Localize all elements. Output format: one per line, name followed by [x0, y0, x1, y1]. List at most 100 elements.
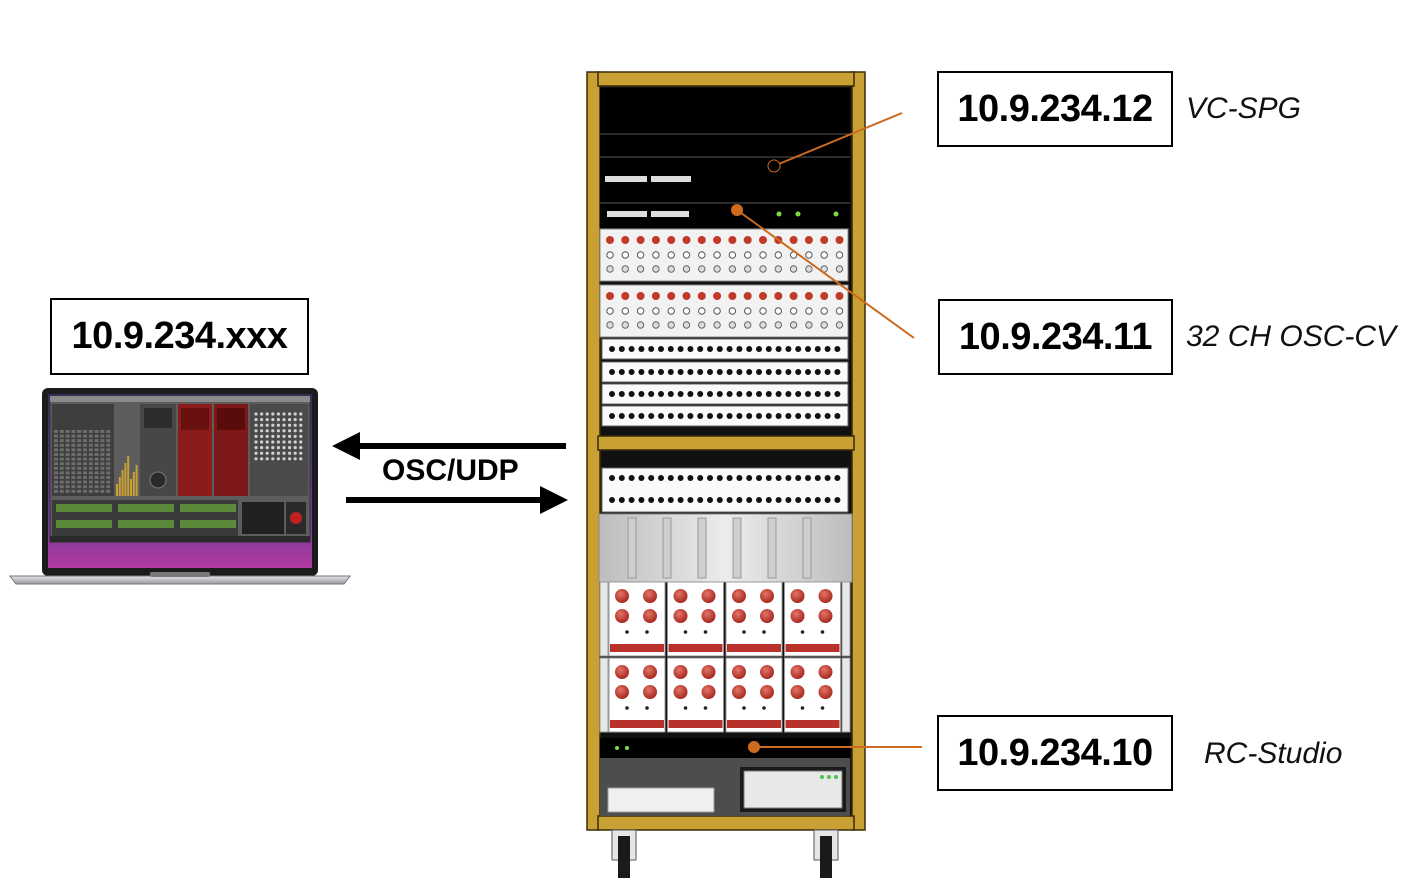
cv-knob — [728, 251, 737, 259]
patch-jack — [736, 346, 743, 352]
cv-jack — [636, 321, 645, 329]
patch-bay — [601, 361, 849, 383]
screen-cell — [65, 439, 70, 443]
screen-dot — [265, 440, 269, 444]
screen-dot — [260, 429, 264, 433]
patch-jack — [658, 346, 664, 352]
patch-jack — [648, 413, 655, 419]
screen-cell — [59, 471, 64, 475]
cv-jack — [805, 265, 813, 273]
patch-jack — [814, 346, 821, 352]
cv-jack-red — [713, 292, 722, 300]
patch-jack — [667, 369, 674, 375]
screen-cell — [59, 480, 64, 484]
patch-jack — [609, 475, 615, 481]
patch-jack — [697, 391, 704, 397]
screen-cell — [88, 485, 93, 489]
patch-jack — [785, 475, 792, 481]
cv-jack — [759, 321, 767, 329]
screen-cell — [100, 434, 105, 438]
cv-jack — [774, 265, 782, 273]
module-knob — [732, 609, 746, 623]
patch-jack — [824, 346, 831, 352]
patch-jack — [795, 413, 802, 419]
connection-label: OSC/UDP — [382, 454, 519, 487]
screen-dot — [288, 423, 292, 427]
screen-dot — [288, 418, 292, 422]
patch-jack — [765, 475, 772, 481]
screen-cell — [71, 471, 76, 475]
screen-dot — [299, 423, 303, 427]
cv-jack — [805, 321, 813, 329]
patch-jack — [687, 413, 694, 419]
module-knob — [673, 589, 688, 603]
cv-jack — [728, 321, 737, 329]
cv-jack — [652, 265, 660, 273]
osc-arrows — [332, 432, 568, 514]
screen-cell — [83, 466, 87, 470]
silver-slot — [767, 517, 777, 579]
patch-jack — [765, 497, 772, 503]
module-jack — [703, 706, 708, 710]
cv-jack — [713, 321, 721, 329]
screen-cell — [94, 485, 99, 489]
screen-cell — [106, 462, 111, 466]
patch-jack — [677, 346, 684, 352]
screen-dot — [282, 457, 286, 461]
cv-jack — [652, 321, 660, 329]
screen-cell — [83, 439, 87, 443]
cv-jack-red — [774, 292, 783, 300]
screen-dot — [276, 446, 280, 450]
screen-dot — [276, 451, 280, 455]
cv-knob — [713, 251, 721, 259]
cv-jack-red — [636, 236, 645, 244]
screen-cell — [71, 443, 76, 447]
screen-dot — [254, 434, 258, 438]
module-jack — [625, 706, 629, 710]
screen-cell — [88, 471, 93, 475]
screen-cell — [65, 480, 70, 484]
patch-jack — [638, 369, 645, 375]
patch-jack — [618, 413, 625, 419]
patch-jack — [648, 475, 655, 481]
silver-panel — [598, 513, 853, 583]
patch-jack — [677, 413, 684, 419]
module-knob — [732, 665, 746, 679]
patch-jack — [667, 346, 674, 352]
module-jack — [800, 630, 805, 634]
cv-jack — [728, 265, 737, 273]
screen-bar — [121, 470, 124, 496]
module-strip — [610, 720, 664, 728]
screen-cell — [77, 439, 82, 443]
patch-jack — [726, 413, 733, 419]
patch-jack — [746, 475, 753, 481]
screen-dot — [254, 446, 258, 450]
screen-cell — [100, 439, 105, 443]
screen-cell — [59, 443, 64, 447]
module-jack — [820, 630, 825, 634]
patch-jack — [687, 497, 694, 503]
screen-cell — [100, 471, 105, 475]
screen-cell — [54, 476, 58, 479]
screen-dot — [260, 434, 264, 438]
module-knob — [615, 685, 629, 699]
patch-jack — [775, 413, 782, 419]
cv-jack-red — [667, 236, 676, 244]
screen-cell — [77, 434, 82, 438]
screen-strip — [56, 504, 112, 512]
screen-dot — [293, 451, 297, 455]
module-knob — [615, 589, 629, 603]
patch-jack — [609, 497, 615, 503]
module-strip — [668, 644, 723, 652]
screen-cell — [100, 462, 105, 466]
patch-jack — [707, 391, 713, 397]
patch-jack — [765, 391, 772, 397]
screen-cell — [71, 462, 76, 466]
cv-jack — [835, 321, 844, 329]
screen-cell — [71, 430, 76, 433]
screen-cell — [71, 453, 76, 456]
cv-jack — [621, 265, 629, 273]
screen-cell — [71, 457, 76, 461]
patch-jack — [609, 391, 615, 397]
screen-cell — [94, 448, 99, 452]
